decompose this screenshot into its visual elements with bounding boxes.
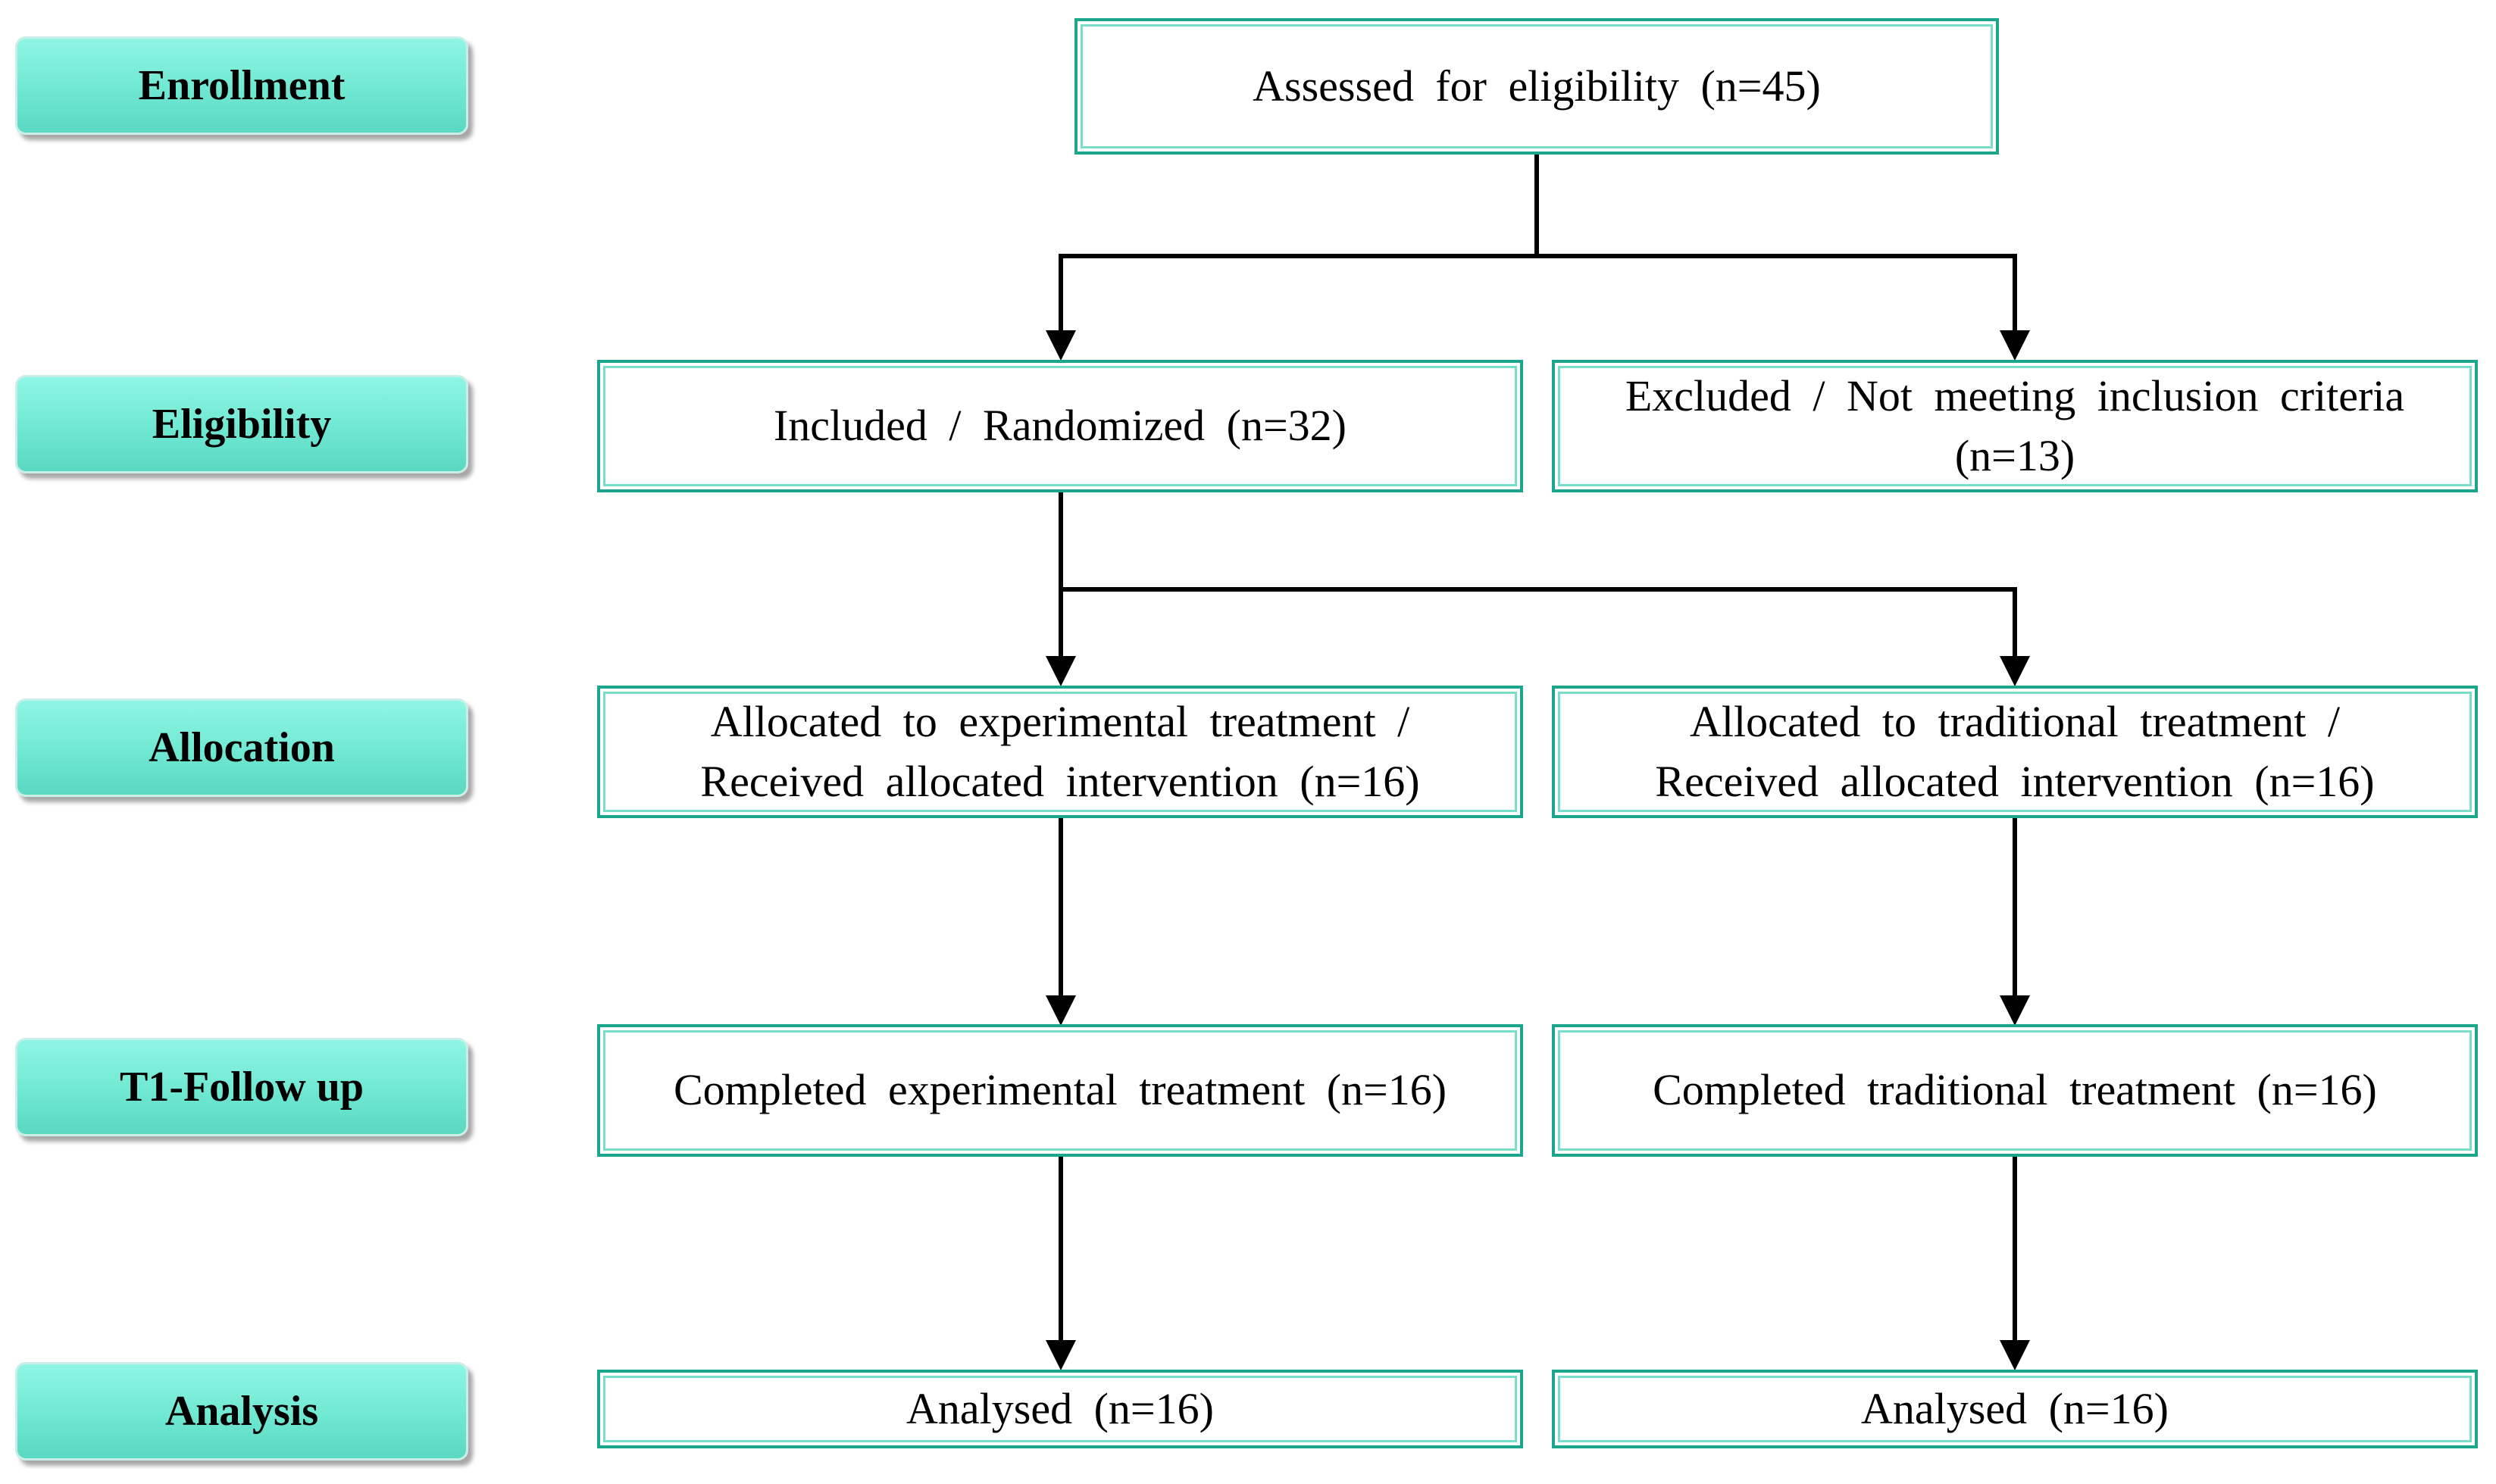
box-completed-experimental: Completed experimental treatment (n=16)	[597, 1024, 1523, 1157]
stage-followup: T1-Follow up	[15, 1038, 468, 1136]
stage-analysis: Analysis	[15, 1362, 468, 1461]
arrowhead-alloc-exp	[1046, 656, 1076, 686]
arrowhead-analysed-exp	[1046, 1340, 1076, 1370]
box-analysed-experimental: Analysed (n=16)	[597, 1370, 1523, 1448]
box-included-text: Included / Randomized (n=32)	[773, 401, 1347, 451]
stage-allocation: Allocation	[15, 698, 468, 797]
arrowhead-analysed-trad	[2000, 1340, 2030, 1370]
arrowhead-completed-trad	[2000, 995, 2030, 1026]
stage-analysis-label: Analysis	[164, 1388, 319, 1435]
box-analysed-traditional-text: Analysed (n=16)	[1861, 1383, 2169, 1433]
box-analysed-traditional: Analysed (n=16)	[1552, 1370, 2478, 1448]
box-completed-traditional: Completed traditional treatment (n=16)	[1552, 1024, 2478, 1157]
box-allocated-experimental: Allocated to experimental treatment / Re…	[597, 686, 1523, 818]
box-completed-traditional-text: Completed traditional treatment (n=16)	[1653, 1065, 2377, 1115]
box-allocated-traditional-line2: Received allocated intervention (n=16)	[1655, 756, 2375, 806]
box-included: Included / Randomized (n=32)	[597, 360, 1523, 492]
box-completed-experimental-text: Completed experimental treatment (n=16)	[673, 1065, 1447, 1115]
stage-eligibility-label: Eligibility	[152, 401, 332, 448]
stage-enrollment-label: Enrollment	[138, 62, 346, 109]
stage-eligibility: Eligibility	[15, 375, 468, 473]
arrowhead-alloc-trad	[2000, 656, 2030, 686]
arrowhead-included	[1046, 330, 1076, 361]
arrowhead-excluded	[2000, 330, 2030, 361]
box-excluded: Excluded / Not meeting inclusion criteri…	[1552, 360, 2478, 492]
box-allocated-traditional: Allocated to traditional treatment / Rec…	[1552, 686, 2478, 818]
stage-allocation-label: Allocation	[149, 724, 335, 771]
box-assessed: Assessed for eligibility (n=45)	[1074, 18, 1999, 155]
box-allocated-experimental-line1: Allocated to experimental treatment /	[710, 697, 1410, 747]
box-allocated-traditional-line1: Allocated to traditional treatment /	[1689, 697, 2341, 747]
box-excluded-line2: (n=13)	[1954, 430, 2075, 480]
stage-enrollment: Enrollment	[15, 36, 468, 135]
box-allocated-experimental-line2: Received allocated intervention (n=16)	[700, 756, 1420, 806]
box-excluded-line1: Excluded / Not meeting inclusion criteri…	[1625, 371, 2405, 421]
stage-followup-label: T1-Follow up	[119, 1064, 364, 1111]
box-assessed-text: Assessed for eligibility (n=45)	[1253, 61, 1821, 111]
box-analysed-experimental-text: Analysed (n=16)	[906, 1383, 1214, 1433]
arrowhead-completed-exp	[1046, 995, 1076, 1026]
